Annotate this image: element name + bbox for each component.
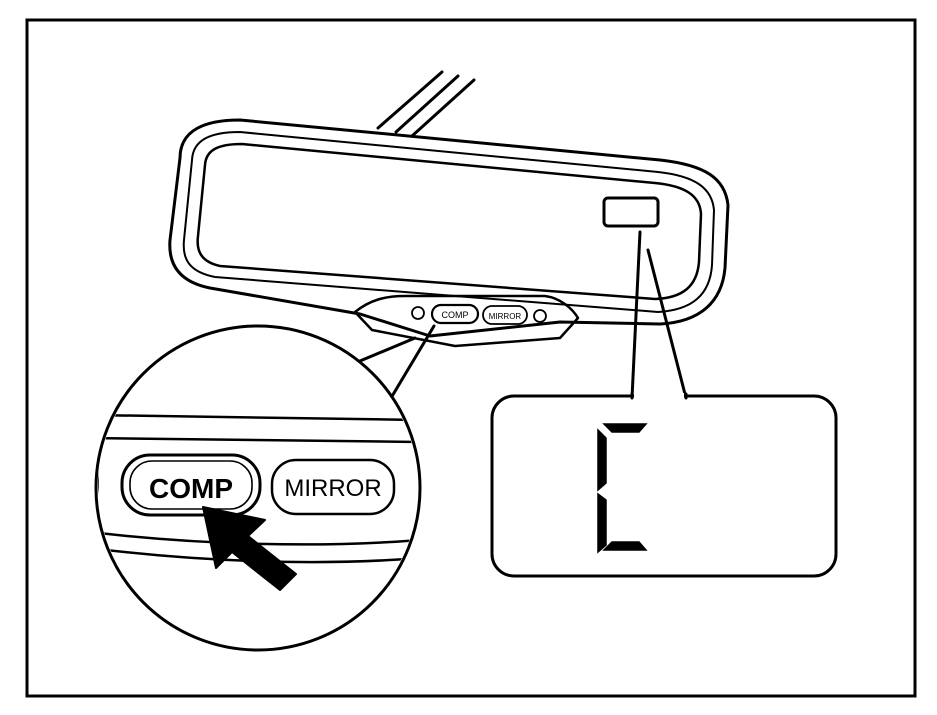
mirror-mount-stem: [376, 70, 476, 138]
comp-button-small-label: COMP: [442, 310, 469, 320]
mirror-button-small-label: MIRROR: [489, 312, 522, 321]
press-arrow-icon: [202, 506, 297, 591]
mirror-button-small[interactable]: [482, 305, 528, 325]
small-circle-button-icon[interactable]: [411, 306, 425, 320]
compass-display-panel: C: [490, 392, 838, 578]
comp-button-large-label: COMP: [149, 473, 233, 504]
comp-button-small[interactable]: [430, 303, 480, 325]
button-magnifier-circle: COMP MIRROR: [94, 324, 422, 652]
small-circle-button-icon[interactable]: [533, 309, 547, 323]
mirror-button-strip: COMP MIRROR: [353, 294, 580, 348]
mirror-button-large[interactable]: [270, 458, 396, 516]
display-callout-pointer: [630, 230, 688, 400]
display-character-c: [597, 423, 648, 554]
compass-display-window-small: [602, 196, 660, 228]
magnifier-callout-pointer: [383, 324, 436, 410]
mirror-button-large-label: MIRROR: [284, 475, 381, 502]
rearview-mirror-housing: [168, 118, 730, 338]
comp-button-large[interactable]: [120, 453, 262, 517]
